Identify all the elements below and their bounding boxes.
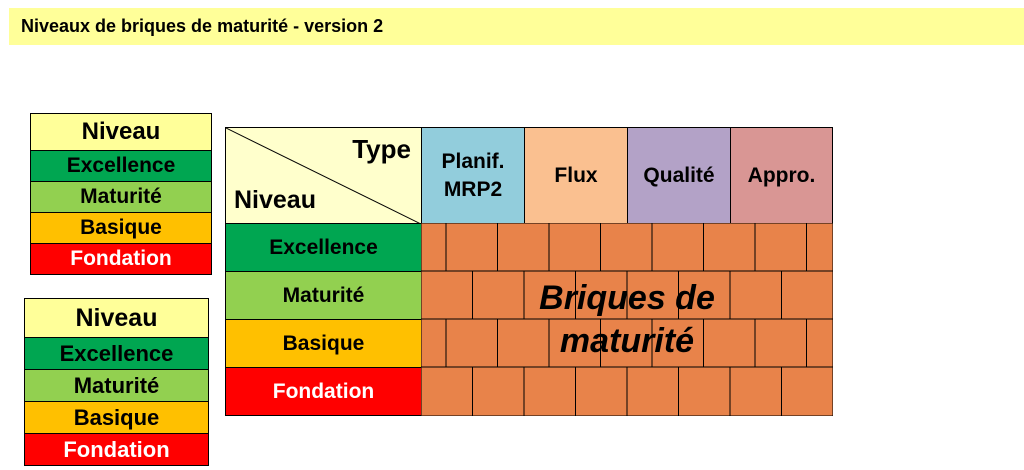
corner-type-label: Type [352,134,411,164]
corner-cell: Type Niveau [225,127,423,225]
row-header-fondation: Fondation [225,367,422,416]
page-title: Niveaux de briques de maturité - version… [21,16,384,36]
column-header-flux: Flux [524,127,628,224]
brick-wall [421,223,833,416]
row-header-excellence: Excellence [225,223,422,272]
brick-row [421,223,833,272]
legend-header: Niveau [25,299,208,337]
legend-box-2: Niveau Excellence Maturité Basique Fonda… [24,298,209,466]
legend-fondation: Fondation [25,433,208,465]
legend-excellence: Excellence [25,337,208,369]
legend-maturite: Maturité [25,369,208,401]
column-header-line1: Planif. [441,150,505,174]
diagonal-line [226,128,423,225]
legend-basique: Basique [31,212,211,243]
legend-excellence: Excellence [31,150,211,181]
brick-row [421,318,833,368]
column-header-qualite: Qualité [627,127,731,224]
legend-fondation: Fondation [31,243,211,274]
row-header-basique: Basique [225,319,422,368]
title-bar: Niveaux de briques de maturité - version… [9,8,1024,45]
row-header-maturite: Maturité [225,271,422,320]
legend-header: Niveau [31,114,211,150]
column-header-line1: Appro. [747,163,816,187]
legend-basique: Basique [25,401,208,433]
column-header-planif: Planif. MRP2 [421,127,525,224]
column-header-line1: Qualité [643,163,715,187]
corner-level-label: Niveau [234,186,316,214]
legend-box-1: Niveau Excellence Maturité Basique Fonda… [30,113,212,275]
column-header-line2: MRP2 [443,177,503,201]
legend-maturite: Maturité [31,181,211,212]
maturity-matrix: Type Niveau Planif. MRP2 Flux Qualité App… [225,127,833,416]
column-header-appro: Appro. [730,127,833,224]
column-header-line1: Flux [554,163,598,187]
